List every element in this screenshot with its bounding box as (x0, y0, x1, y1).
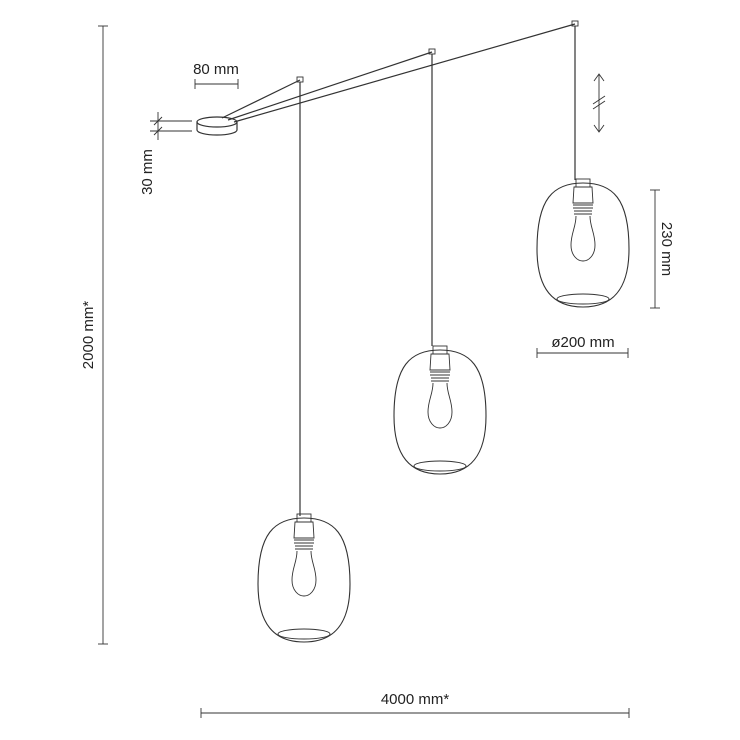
hook-3 (571, 20, 579, 27)
pendant-lamp-3 (536, 178, 630, 308)
canopy-height-label: 30 mm (139, 149, 156, 195)
ceiling-canopy (196, 116, 238, 136)
dimension-shade-height: 230 mm (650, 189, 675, 309)
shade-diameter-label: ø200 mm (551, 334, 614, 351)
drop-cords (299, 26, 576, 516)
total-span-label: 4000 mm* (381, 691, 450, 708)
canopy-width-label: 80 mm (193, 61, 239, 78)
pendant-lamp-2 (393, 345, 487, 475)
pendant-lamp-1 (257, 513, 351, 643)
ceiling-hooks (296, 20, 579, 83)
dimension-canopy-width: 80 mm (193, 61, 239, 89)
double-arrow-adjust-icon (592, 73, 606, 133)
suspension-cables (221, 23, 576, 123)
shade-height-label: 230 mm (658, 222, 675, 276)
dimension-total-span: 4000 mm* (200, 691, 630, 718)
dimension-canopy-height: 30 mm (139, 112, 192, 195)
dimension-total-height: 2000 mm* (80, 25, 108, 645)
total-height-label: 2000 mm* (80, 301, 97, 370)
dimension-shade-diameter: ø200 mm (536, 334, 629, 358)
